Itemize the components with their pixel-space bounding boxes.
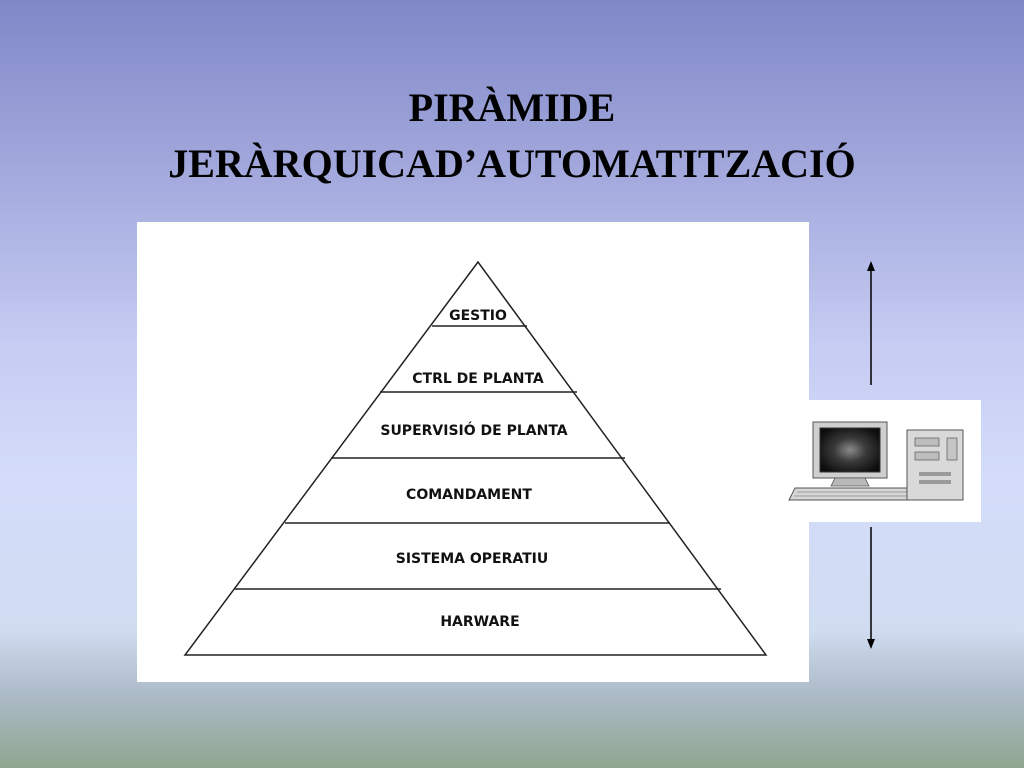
pyramid-diagram-panel: GESTIO CTRL DE PLANTA SUPERVISIÓ DE PLAN… <box>137 222 809 682</box>
arrow-down-icon <box>867 527 875 649</box>
pyramid-diagram: GESTIO CTRL DE PLANTA SUPERVISIÓ DE PLAN… <box>183 260 768 656</box>
pyramid-level-label: GESTIO <box>449 308 507 324</box>
vertical-arrows <box>867 261 875 649</box>
slide-title-line-2: JERÀRQUICAD’AUTOMATITZACIÓ <box>168 141 856 186</box>
computer-icon <box>788 421 964 501</box>
pyramid-level-label: SISTEMA OPERATIU <box>396 551 549 567</box>
pyramid-level-label: COMANDAMENT <box>406 487 532 503</box>
pyramid-level-label: CTRL DE PLANTA <box>412 371 544 387</box>
computer-image-panel <box>783 400 981 522</box>
arrow-up-icon <box>867 261 875 385</box>
pyramid-level-label: SUPERVISIÓ DE PLANTA <box>380 421 567 439</box>
slide-title-line-1: PIRÀMIDE <box>408 85 616 130</box>
pyramid-level-label: HARWARE <box>440 614 519 630</box>
